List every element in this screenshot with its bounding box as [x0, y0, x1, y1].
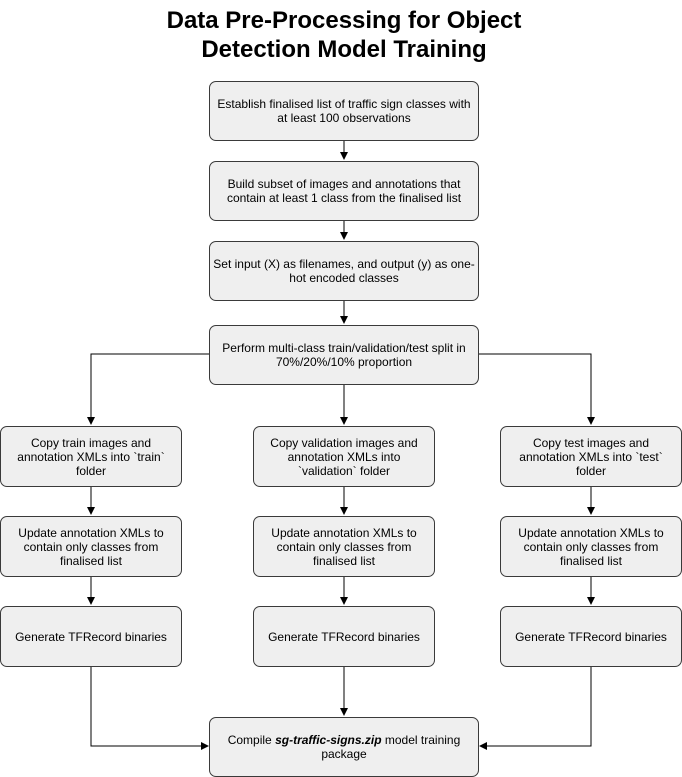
- page-title: Data Pre-Processing for Object Detection…: [0, 6, 682, 64]
- arrow-tfrecord-train-to-compile: [90, 667, 209, 750]
- compile-package-name: sg-traffic-signs.zip: [275, 733, 382, 747]
- arrow-split-to-train: [87, 353, 210, 425]
- step-tfrecord-test: Generate TFRecord binaries: [500, 606, 682, 667]
- compile-text: Compile sg-traffic-signs.zip model train…: [213, 733, 475, 761]
- arrow-tfrecord-test-to-compile: [479, 667, 592, 750]
- step-update-xml-test: Update annotation XMLs to contain only c…: [500, 516, 682, 577]
- step-train-validation-test-split: Perform multi-class train/validation/tes…: [209, 325, 479, 385]
- step-update-xml-train: Update annotation XMLs to contain only c…: [0, 516, 182, 577]
- compile-suffix: model training package: [321, 733, 461, 761]
- compile-prefix: Compile: [227, 733, 276, 747]
- step-copy-test: Copy test images and annotation XMLs int…: [500, 426, 682, 487]
- step-tfrecord-train: Generate TFRecord binaries: [0, 606, 182, 667]
- step-set-input-output: Set input (X) as filenames, and output (…: [209, 241, 479, 301]
- step-copy-train: Copy train images and annotation XMLs in…: [0, 426, 182, 487]
- title-line-2: Detection Model Training: [201, 36, 487, 63]
- arrow-split-to-test: [478, 353, 595, 425]
- title-line-1: Data Pre-Processing for Object: [166, 7, 522, 34]
- step-update-xml-validation: Update annotation XMLs to contain only c…: [253, 516, 435, 577]
- step-tfrecord-validation: Generate TFRecord binaries: [253, 606, 435, 667]
- step-establish-class-list: Establish finalised list of traffic sign…: [209, 81, 479, 141]
- step-copy-validation: Copy validation images and annotation XM…: [253, 426, 435, 487]
- step-compile-package: Compile sg-traffic-signs.zip model train…: [209, 717, 479, 777]
- step-build-subset: Build subset of images and annotations t…: [209, 161, 479, 221]
